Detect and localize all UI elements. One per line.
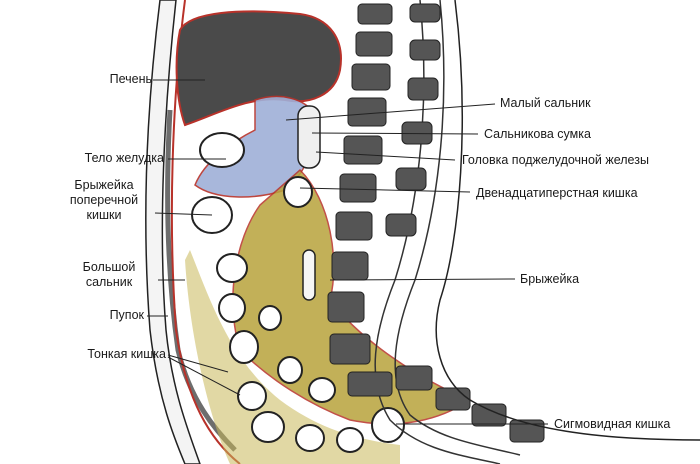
intestine-loop xyxy=(277,356,303,384)
sacral-segment xyxy=(471,403,507,427)
spinal-canal-inner xyxy=(394,0,521,456)
label-navel: Пупок xyxy=(109,308,144,322)
spinous-processes xyxy=(385,3,441,237)
leader-line xyxy=(285,103,496,121)
vertebra xyxy=(327,291,365,323)
label-lesser-omentum: Малый сальник xyxy=(500,96,591,110)
label-small-intestine: Тонкая кишка xyxy=(87,347,166,361)
leader-line xyxy=(315,151,456,161)
label-liver: Печень xyxy=(109,72,152,86)
small-intestine-loops xyxy=(216,253,405,453)
liver xyxy=(175,10,342,127)
sacral-segment xyxy=(435,387,471,411)
spinous-process xyxy=(401,121,433,145)
vertebra xyxy=(343,135,383,165)
spinous-process xyxy=(395,167,427,191)
intestine-loop xyxy=(237,381,267,411)
duodenum xyxy=(283,176,313,208)
intestine-loop xyxy=(371,407,405,443)
label-omental-bursa: Сальникова сумка xyxy=(484,127,591,141)
label-duodenum: Двенадцатиперстная кишка xyxy=(476,186,638,200)
leader-line xyxy=(329,278,516,281)
intestine-loop xyxy=(218,293,246,323)
intestine-loop xyxy=(229,330,259,364)
vertebra xyxy=(347,371,393,397)
vertebra xyxy=(347,97,387,127)
stomach-body xyxy=(199,132,245,168)
intestine-loop xyxy=(216,253,248,283)
label-pancreas-head: Головка поджелудочной железы xyxy=(462,153,649,167)
leader-line xyxy=(311,132,479,135)
vertebral-column xyxy=(327,3,393,397)
mesentery-lower xyxy=(185,250,400,464)
leader-line xyxy=(167,354,229,373)
sacral-segment xyxy=(395,365,433,391)
intestine-loop xyxy=(295,424,325,452)
intestine-loop xyxy=(251,411,285,443)
intestine-loop xyxy=(308,377,336,403)
vertebra xyxy=(335,211,373,241)
intestine-loop xyxy=(336,427,364,453)
label-transverse-mesocolon: Брыжейка поперечной кишки xyxy=(69,178,139,222)
label-mesentery: Брыжейка xyxy=(520,272,580,286)
label-greater-omentum: Большой сальник xyxy=(82,260,136,289)
intestine-loop xyxy=(258,305,282,331)
vertebra xyxy=(355,31,393,57)
leader-line xyxy=(154,212,213,216)
spinous-process xyxy=(407,77,439,101)
leader-line xyxy=(167,356,241,396)
vertebra xyxy=(329,333,371,365)
posterior-body-wall xyxy=(435,0,700,441)
vertebra xyxy=(351,63,391,91)
vertebra xyxy=(357,3,393,25)
spinous-process xyxy=(409,3,441,23)
mesenteric-vessel xyxy=(302,249,316,301)
anterior-body-wall xyxy=(145,0,201,464)
leader-line xyxy=(299,187,471,193)
label-sigmoid-colon: Сигмовидная кишка xyxy=(554,417,671,431)
vertebra xyxy=(339,173,377,203)
vertebra xyxy=(331,251,369,281)
leader-lines xyxy=(147,79,548,425)
label-stomach-body: Тело желудка xyxy=(84,151,164,165)
spinous-process xyxy=(385,213,417,237)
pancreas-head xyxy=(297,105,321,169)
spinous-process xyxy=(409,39,441,61)
